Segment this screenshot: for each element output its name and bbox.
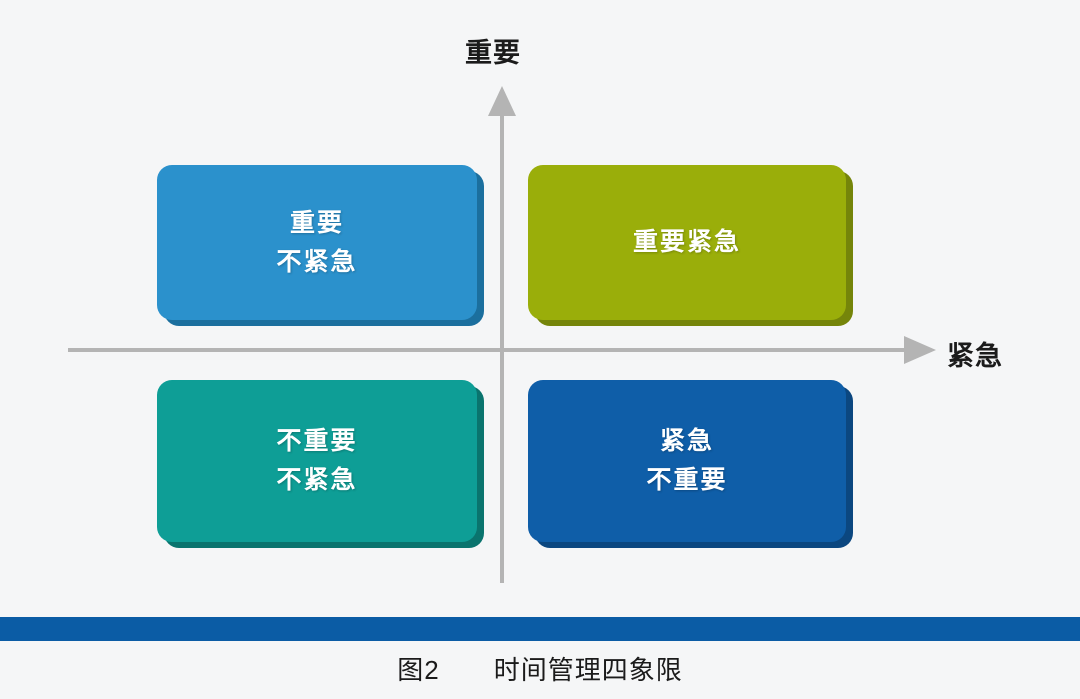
x-axis-label: 紧急 (947, 341, 1003, 371)
quadrant-label-line: 重要 (289, 208, 344, 237)
figure-caption: 图2 时间管理四象限 (397, 655, 683, 685)
quadrant-important-not-urgent: 重要 不紧急 (157, 165, 477, 320)
y-axis-line (500, 105, 504, 583)
quadrant-important-urgent: 重要紧急 (528, 165, 846, 320)
x-axis-line (68, 348, 908, 352)
quadrant-label-line: 不紧急 (276, 247, 358, 276)
quadrant-label-line: 紧急 (659, 427, 714, 456)
arrow-up-icon (488, 86, 516, 116)
y-axis-label: 重要 (465, 38, 521, 68)
time-management-quadrant-figure: 重要 紧急 重要 不紧急 重要紧急 不重要 不紧急 紧急 不重要 (68, 38, 1003, 583)
arrow-right-icon (904, 336, 936, 364)
quadrant-label-line: 不重要 (276, 427, 358, 456)
quadrant-label-line: 重要紧急 (632, 228, 741, 257)
quadrant-label-line: 不紧急 (276, 466, 358, 494)
accent-divider-bar (0, 617, 1080, 641)
quadrant-not-important-not-urgent: 不重要 不紧急 (157, 380, 477, 542)
quadrant-label-line: 不重要 (646, 466, 728, 494)
quadrant-urgent-not-important: 紧急 不重要 (528, 380, 846, 542)
